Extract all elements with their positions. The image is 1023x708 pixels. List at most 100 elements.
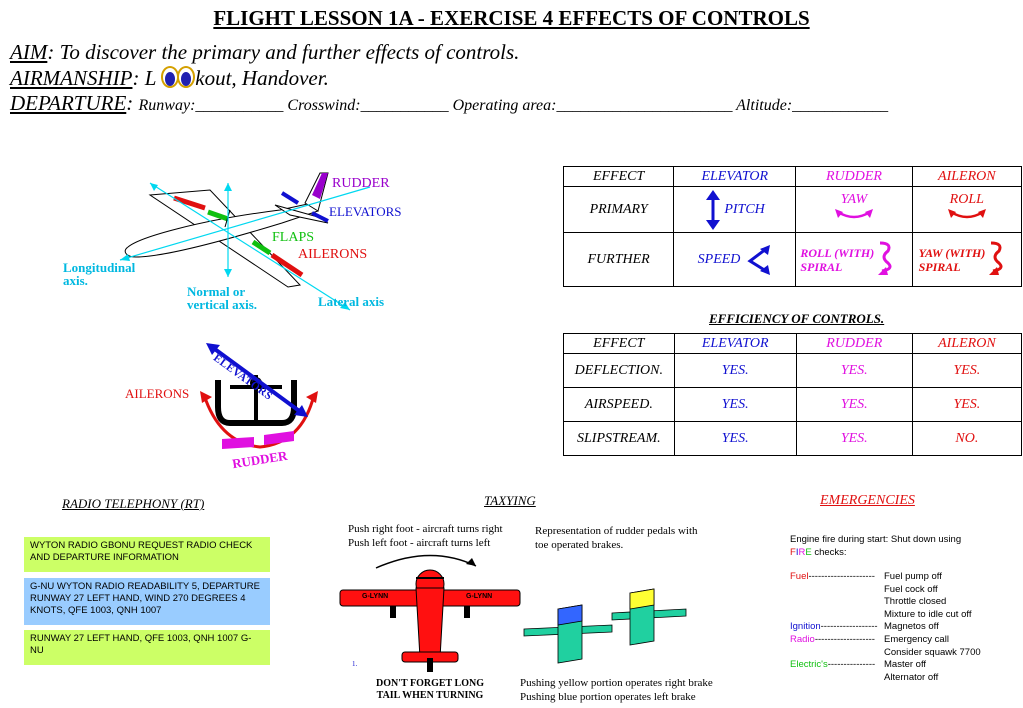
electrics-label: Electric's bbox=[790, 659, 828, 670]
aileron-spiral-cell bbox=[985, 239, 1007, 280]
fire-letter-i: I bbox=[795, 546, 799, 558]
action-item: Consider squawk 7700 bbox=[884, 646, 981, 658]
departure-label: DEPARTURE bbox=[10, 91, 127, 115]
efficiency-cell: YES. bbox=[911, 387, 1023, 422]
radio-actions: Emergency call Consider squawk 7700 bbox=[884, 634, 981, 659]
airmanship-post: kout, Handover. bbox=[195, 66, 329, 90]
electrics-dashes: --------------- bbox=[827, 659, 876, 670]
pedals-line-2: toe operated brakes. bbox=[535, 539, 624, 551]
efficiency-cell: YES. bbox=[673, 353, 797, 388]
yaw-spiral-text: YAW (WITH) SPIRAL bbox=[919, 239, 986, 280]
registration-left: G-LYNN bbox=[362, 593, 389, 600]
lateral-axis-label: Lateral axis bbox=[318, 294, 385, 309]
fire-letter-f: F bbox=[790, 546, 796, 558]
airmanship-pre: : L bbox=[132, 66, 157, 90]
action-item: Mixture to idle cut off bbox=[884, 608, 972, 620]
effects-primary-aileron: ROLL bbox=[911, 186, 1023, 233]
effects-primary-rudder: YAW bbox=[795, 186, 913, 233]
airmanship-line: AIRMANSHIP: L kout, Handover. bbox=[10, 66, 329, 91]
taxying-title: TAXYING bbox=[484, 493, 536, 508]
speed-arrow-icon bbox=[747, 244, 770, 275]
emergency-radio: Radio------------------- bbox=[790, 634, 875, 647]
rt-box-request: WYTON RADIO GBONU REQUEST RADIO CHECK AN… bbox=[24, 537, 270, 572]
brake-left-text: Pushing blue portion operates left brake bbox=[520, 691, 696, 703]
effects-table: EFFECT ELEVATOR RUDDER AILERON PRIMARY P… bbox=[562, 166, 1023, 287]
efficiency-title: EFFICIENCY OF CONTROLS. bbox=[709, 311, 885, 326]
yoke-diagram bbox=[200, 343, 318, 449]
aim-text: : To discover the primary and further ef… bbox=[47, 40, 520, 64]
effects-further-rudder: ROLL (WITH) SPIRAL bbox=[795, 232, 913, 287]
efficiency-cell: YES. bbox=[795, 387, 913, 422]
efficiency-cell: YES. bbox=[911, 353, 1023, 388]
rudder-spiral-icon bbox=[878, 241, 892, 275]
aircraft-diagram bbox=[119, 172, 371, 311]
eyes-icon bbox=[161, 66, 196, 88]
registration-right: G-LYNN bbox=[466, 593, 493, 600]
push-left-text: Push left foot - aircraft turns left bbox=[348, 537, 491, 549]
pedals-line-1: Representation of rudder pedals with bbox=[535, 525, 698, 537]
checks-text: checks: bbox=[814, 546, 847, 558]
emergency-ignition: Ignition------------------ bbox=[790, 621, 878, 634]
flaps-label: FLAPS bbox=[272, 230, 315, 245]
ignition-actions: Magnetos off bbox=[884, 621, 939, 634]
emergency-fuel: Fuel--------------------- bbox=[790, 571, 875, 584]
rudder-pedals-diagram bbox=[523, 588, 687, 664]
table-row: SLIPSTREAM. YES. YES. NO. bbox=[563, 421, 1023, 456]
effects-further-label: FURTHER bbox=[562, 232, 675, 287]
fuel-dashes: --------------------- bbox=[808, 571, 875, 582]
fire-letter-e: E bbox=[805, 546, 812, 558]
normal-axis-label: Normal or vertical axis. bbox=[187, 285, 257, 311]
push-foot-text: Push right foot - aircraft turns right P… bbox=[348, 522, 503, 550]
rudder-label: RUDDER bbox=[332, 176, 390, 191]
ignition-label: Ignition bbox=[790, 621, 821, 632]
taxying-footnote: 1. bbox=[352, 660, 358, 668]
effects-header-elevator: ELEVATOR bbox=[673, 166, 797, 187]
normal-line-2: vertical axis. bbox=[187, 297, 258, 312]
effects-further-elevator: SPEED bbox=[673, 232, 797, 287]
efficiency-header-aileron: AILERON bbox=[911, 333, 1023, 354]
efficiency-cell: YES. bbox=[795, 421, 913, 456]
intro-line-1: Engine fire during start: Shut down usin… bbox=[790, 534, 962, 545]
effects-primary-label: PRIMARY bbox=[562, 186, 675, 233]
action-item: Throttle closed bbox=[884, 596, 947, 607]
efficiency-header-rudder: RUDDER bbox=[795, 333, 913, 354]
table-row: AIRSPEED. YES. YES. YES. bbox=[563, 387, 1023, 422]
page-title: FLIGHT LESSON 1A - EXERCISE 4 EFFECTS OF… bbox=[213, 6, 810, 30]
yaw-with-text: YAW (WITH) bbox=[918, 245, 986, 260]
efficiency-cell: YES. bbox=[795, 353, 913, 388]
electrics-actions: Master off Alternator off bbox=[884, 659, 938, 684]
action-item: Emergency call bbox=[884, 634, 949, 645]
efficiency-cell: NO. bbox=[911, 421, 1023, 456]
radio-label: Radio bbox=[790, 634, 815, 645]
taxying-aircraft bbox=[339, 554, 521, 672]
pitch-text: PITCH bbox=[724, 201, 765, 217]
rt-title: RADIO TELEPHONY (RT) bbox=[62, 496, 205, 511]
brakes-caption: Pushing yellow portion operates right br… bbox=[520, 676, 713, 704]
airmanship-label: AIRMANSHIP bbox=[10, 66, 133, 90]
warning-line-2: TAIL WHEN TURNING bbox=[376, 690, 484, 701]
warning-line-1: DON'T FORGET LONG bbox=[376, 678, 484, 689]
rt-box-reply: G-NU WYTON RADIO READABILITY 5, DEPARTUR… bbox=[24, 578, 270, 625]
ignition-dashes: ------------------ bbox=[820, 621, 878, 632]
efficiency-header-effect: EFFECT bbox=[563, 333, 675, 354]
effects-header-rudder: RUDDER bbox=[795, 166, 913, 187]
brake-right-text: Pushing yellow portion operates right br… bbox=[520, 677, 713, 689]
aim-line: AIM: To discover the primary and further… bbox=[10, 40, 519, 65]
action-item: Alternator off bbox=[884, 671, 939, 683]
effects-primary-elevator: PITCH bbox=[673, 186, 797, 233]
effects-further-aileron: YAW (WITH) SPIRAL bbox=[911, 232, 1023, 287]
action-item: Fuel pump off bbox=[884, 571, 942, 582]
aim-label: AIM bbox=[10, 40, 48, 64]
efficiency-cell: YES. bbox=[673, 421, 797, 456]
departure-colon: : bbox=[126, 91, 139, 115]
table-row: DEFLECTION. YES. YES. YES. bbox=[563, 353, 1023, 388]
push-right-text: Push right foot - aircraft turns right bbox=[348, 523, 503, 535]
efficiency-cell: YES. bbox=[673, 387, 797, 422]
yaw-text: YAW bbox=[840, 192, 868, 207]
fire-letter-r: R bbox=[798, 546, 806, 558]
roll-with-text: ROLL (WITH) bbox=[800, 245, 875, 260]
roll-arrow-icon bbox=[947, 209, 986, 219]
action-item: Fuel cock off bbox=[884, 583, 938, 595]
action-item: Master off bbox=[884, 659, 927, 670]
fuel-label: Fuel bbox=[790, 571, 809, 582]
